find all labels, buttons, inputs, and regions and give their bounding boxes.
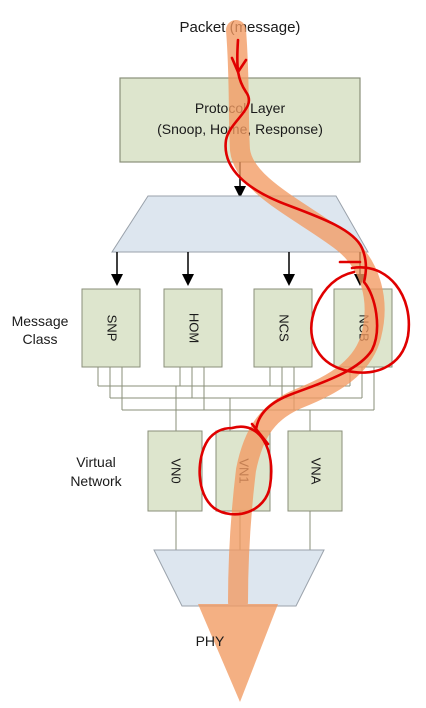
red-circle-vn1	[198, 425, 273, 516]
message-class-box-hom: HOM	[163, 288, 223, 368]
red-circle-ncb	[310, 266, 411, 374]
message-class-box-hom-label: HOM	[187, 313, 202, 343]
virtual-network-box-vna-label: VNA	[309, 458, 324, 485]
message-class-box-ncs: NCS	[253, 288, 313, 368]
red-ink-annotations	[198, 38, 411, 516]
virtual-network-label-line1: Virtual	[76, 454, 115, 470]
message-class-box-snp: SNP	[81, 288, 141, 368]
message-class-box-snp-label: SNP	[105, 315, 120, 342]
virtual-network-box-vn0-label: VN0	[169, 458, 184, 483]
red-squiggle-path	[224, 38, 379, 432]
virtual-network-label-line2: Network	[70, 473, 122, 489]
message-class-label-line2: Class	[22, 331, 57, 347]
virtual-network-box-vna: VNA	[287, 430, 343, 512]
message-class-box-ncs-label: NCS	[277, 314, 292, 342]
orange-flow-arrow	[198, 20, 385, 702]
virtual-network-box-vn0: VN0	[147, 430, 203, 512]
phy-label: PHY	[196, 633, 225, 649]
message-class-label-line1: Message	[12, 313, 69, 329]
